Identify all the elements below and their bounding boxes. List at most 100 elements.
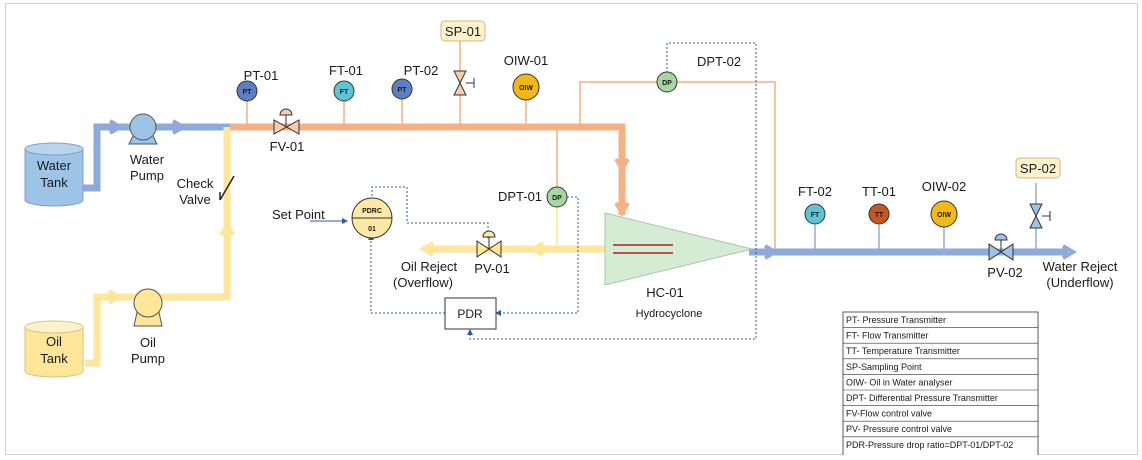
pv02-valve: PV-02 — [987, 233, 1023, 280]
check-valve-label-2: Valve — [179, 192, 211, 207]
oil-reject-label-1: Oil Reject — [401, 259, 458, 274]
signal-dpt02-to-pdr — [467, 42, 757, 340]
ft01-instrument: FT-01 FT — [329, 63, 363, 102]
page-border — [5, 3, 1138, 455]
hydrocyclone: HC-01 Hydrocyclone — [604, 212, 753, 320]
oiw01-code: OIW — [519, 85, 533, 92]
signal-pdr-to-controller — [368, 234, 445, 314]
hydrocyclone-name: Hydrocyclone — [636, 308, 703, 320]
oiw02-instrument: OIW-02 OIW — [922, 179, 967, 228]
hydrocyclone-tag: HC-01 — [646, 285, 684, 300]
tt01-instrument: TT-01 TT — [862, 184, 896, 225]
water-line-feed — [83, 123, 230, 192]
ft01-tag: FT-01 — [329, 63, 363, 78]
pdrc-controller: PDRC 01 — [351, 197, 393, 239]
check-valve: Check Valve — [177, 175, 235, 207]
ft02-tag: FT-02 — [798, 184, 832, 199]
oil-tank-label-1: Oil — [46, 334, 62, 349]
ft01-code: FT — [340, 89, 349, 96]
legend-entry: FT- Flow Transmitter — [846, 331, 929, 341]
sp02-sampling-point: SP-02 — [1015, 157, 1061, 229]
ft01-bubble — [333, 80, 355, 102]
oiw02-code: OIW — [937, 212, 951, 219]
oiw01-bubble — [512, 73, 540, 101]
dpt01-bubble — [546, 186, 568, 208]
water-tank-label-2: Tank — [40, 175, 68, 190]
pt01-instrument: PT-01 PT — [236, 68, 279, 102]
fv01-label: FV-01 — [270, 139, 305, 154]
mixed-flow-arrow-2 — [614, 201, 630, 217]
sp01-sampling-point: SP-01 — [440, 20, 486, 96]
pt01-bubble — [236, 80, 258, 102]
legend-entry: DPT- Differential Pressure Transmitter — [846, 393, 998, 403]
signal-dpt01-to-pdr — [495, 196, 579, 316]
oil-flow-arrow-1 — [107, 289, 123, 305]
oil-pump-label-1: Oil — [140, 335, 156, 350]
dpt02-bubble — [656, 71, 678, 93]
pdrc-label-bottom: 01 — [368, 226, 376, 233]
water-reject-arrow-2 — [1061, 244, 1077, 260]
oil-pump-label-2: Pump — [131, 351, 165, 366]
tt01-code: TT — [875, 212, 884, 219]
oiw02-bubble — [930, 200, 958, 228]
pdr-box-label: PDR — [457, 307, 483, 321]
water-reject-label-2: (Underflow) — [1046, 275, 1113, 290]
tt01-bubble — [868, 203, 890, 225]
mixed-line — [230, 123, 626, 215]
pt02-bubble — [391, 78, 413, 100]
legend-entry: PV- Pressure control valve — [846, 424, 952, 434]
pt01-tag: PT-01 — [244, 68, 279, 83]
oil-line-feed — [85, 127, 231, 367]
pv02-label: PV-02 — [987, 265, 1022, 280]
legend-entry: OIW- Oil in Water analyser — [846, 377, 953, 387]
oiw01-instrument: OIW-01 OIW — [504, 53, 549, 101]
diagram-frame: Water Tank Oil Tank Water Pump Oil Pump … — [5, 3, 1138, 460]
dpt01-tag: DPT-01 — [498, 189, 542, 204]
oiw02-tag: OIW-02 — [922, 179, 967, 194]
pv01-label: PV-01 — [474, 261, 509, 276]
water-pump-label-1: Water — [130, 152, 165, 167]
water-flow-arrow-1 — [108, 119, 124, 135]
pt02-instrument: PT-02 PT — [391, 63, 439, 100]
dpt02-code: DP — [662, 80, 672, 87]
legend-entry: SP-Sampling Point — [846, 362, 922, 372]
legend-entry: FV-Flow control valve — [846, 409, 932, 419]
sp02-label: SP-02 — [1020, 161, 1056, 176]
process-flow-diagram: Water Tank Oil Tank Water Pump Oil Pump … — [5, 3, 1138, 460]
pt02-tag: PT-02 — [404, 63, 439, 78]
legend-entry: PDR-Pressure drop ratio=DPT-01/DPT-02 — [846, 440, 1013, 450]
pt01-code: PT — [243, 89, 253, 96]
legend-entry: TT- Temperature Transmitter — [846, 346, 960, 356]
water-reject-arrow-1 — [763, 244, 779, 260]
water-tank-label-1: Water — [37, 158, 72, 173]
dpt02-impulse-low — [677, 81, 776, 249]
dpt01-instrument: DPT-01 DP — [498, 186, 568, 208]
legend-entry: PT- Pressure Transmitter — [846, 315, 946, 325]
oiw01-tag: OIW-01 — [504, 53, 549, 68]
dpt02-tag: DPT-02 — [697, 54, 741, 69]
signal-controller-to-pv01 — [371, 186, 491, 239]
oil-tank-label-2: Tank — [40, 351, 68, 366]
pv01-valve: PV-01 — [474, 230, 510, 276]
pt02-code: PT — [398, 87, 408, 94]
dpt01-code: DP — [552, 195, 562, 202]
oil-tank: Oil Tank — [24, 320, 84, 378]
dpt02-impulse-high — [579, 81, 657, 127]
pdr-box: PDR — [444, 297, 497, 330]
oil-flow-arrow-2 — [219, 221, 235, 237]
set-point-label: Set Point — [272, 207, 325, 222]
sp01-label: SP-01 — [445, 24, 481, 39]
oil-reject-arrow-1 — [529, 241, 545, 257]
water-pump: Water Pump — [128, 113, 165, 183]
check-valve-label-1: Check — [177, 176, 214, 191]
water-tank: Water Tank — [24, 142, 84, 207]
water-reject-label-1: Water Reject — [1043, 259, 1118, 274]
ft02-bubble — [804, 203, 826, 225]
mixed-flow-arrow-1 — [614, 157, 630, 173]
pdrc-label-top: PDRC — [362, 208, 382, 215]
oil-reject-arrow-2 — [419, 241, 435, 257]
oil-pump: Oil Pump — [131, 288, 165, 366]
water-pump-label-2: Pump — [130, 168, 164, 183]
